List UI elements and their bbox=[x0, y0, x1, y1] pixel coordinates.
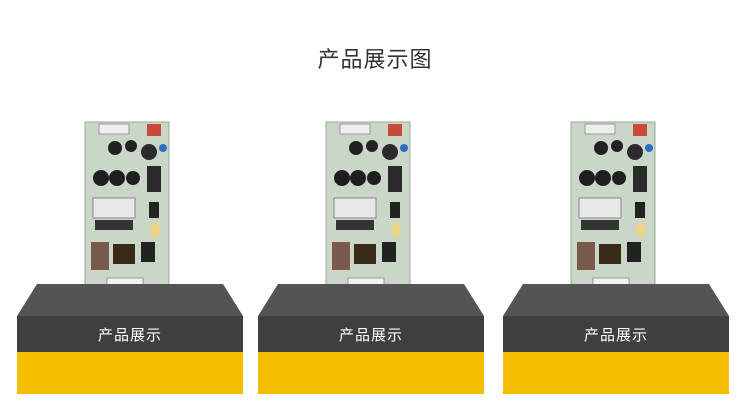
page-title: 产品展示图 bbox=[317, 48, 433, 73]
podium-top bbox=[503, 284, 729, 316]
product-card[interactable]: 产品展示 bbox=[17, 118, 243, 394]
podium-top bbox=[17, 284, 243, 316]
pcb-board-image bbox=[84, 121, 170, 301]
podium-base bbox=[258, 352, 484, 394]
product-card[interactable]: 产品展示 bbox=[503, 118, 729, 394]
product-card-label: 产品展示 bbox=[17, 316, 243, 352]
pcb-board-image bbox=[570, 121, 656, 301]
product-card-label: 产品展示 bbox=[503, 316, 729, 352]
product-card[interactable]: 产品展示 bbox=[258, 118, 484, 394]
podium-base bbox=[17, 352, 243, 394]
podium-base bbox=[503, 352, 729, 394]
podium-top bbox=[258, 284, 484, 316]
pcb-board-image bbox=[325, 121, 411, 301]
product-card-label: 产品展示 bbox=[258, 316, 484, 352]
